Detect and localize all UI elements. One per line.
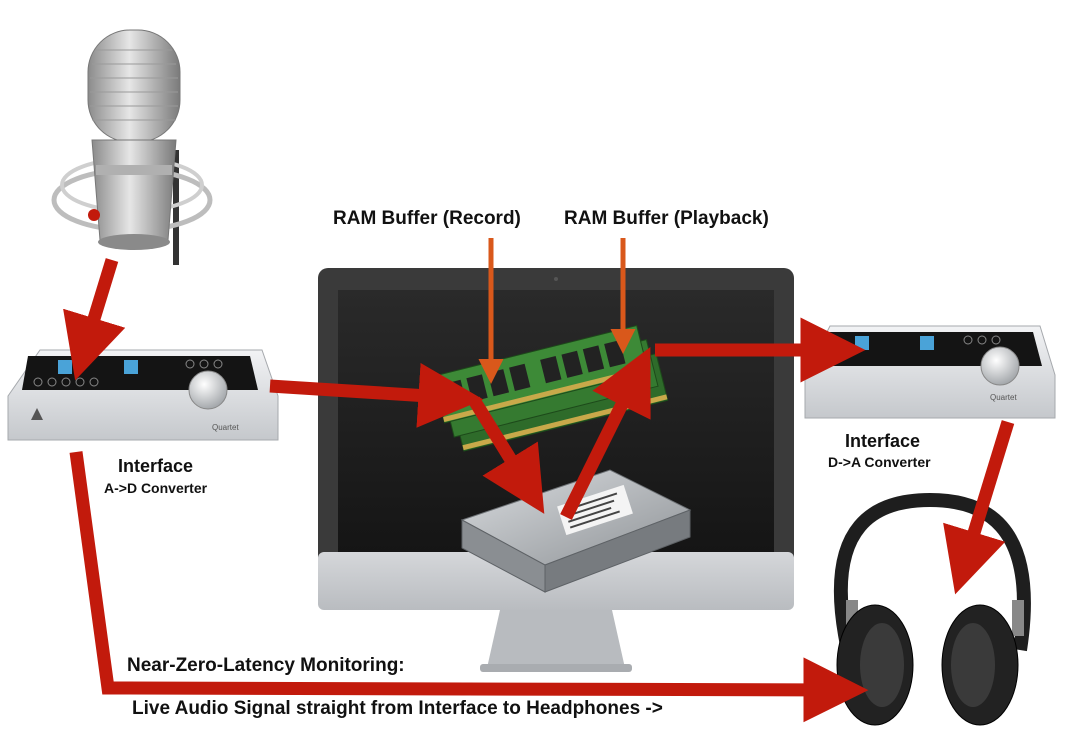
arrow-ram-to-hdd [468, 396, 545, 514]
interface-in-title: Interface [118, 456, 194, 476]
interface-brand-left: Quartet [212, 423, 239, 432]
interface-brand-right: Quartet [990, 393, 1017, 402]
computer-monitor-icon [318, 268, 794, 672]
monitoring-title: Near-Zero-Latency Monitoring: [127, 655, 405, 676]
ram-playback-label: RAM Buffer (Playback) [564, 208, 769, 229]
ram-pointer-arrows [478, 238, 636, 384]
microphone-icon [51, 29, 213, 265]
arrow-monitoring-path [69, 451, 869, 723]
interface-out-subtitle: D->A Converter [828, 454, 931, 470]
arrow-hdd-to-ram [560, 347, 651, 520]
arrow-interface-to-ram [269, 362, 484, 428]
audio-interface-icon: Quartet [804, 325, 1056, 419]
signal-arrows [63, 258, 1015, 723]
audio-interface-icon: Quartet [7, 349, 279, 441]
arrow-mic-to-interface [63, 258, 126, 381]
arrow-interface-to-headphones [943, 420, 1015, 595]
interface-out-title: Interface [845, 431, 921, 451]
ram-record-label: RAM Buffer (Record) [333, 208, 521, 229]
interface-in-subtitle: A->D Converter [104, 480, 208, 496]
headphones-icon [833, 492, 1031, 726]
monitoring-description: Live Audio Signal straight from Interfac… [132, 698, 663, 719]
hard-drive-icon [460, 469, 692, 593]
